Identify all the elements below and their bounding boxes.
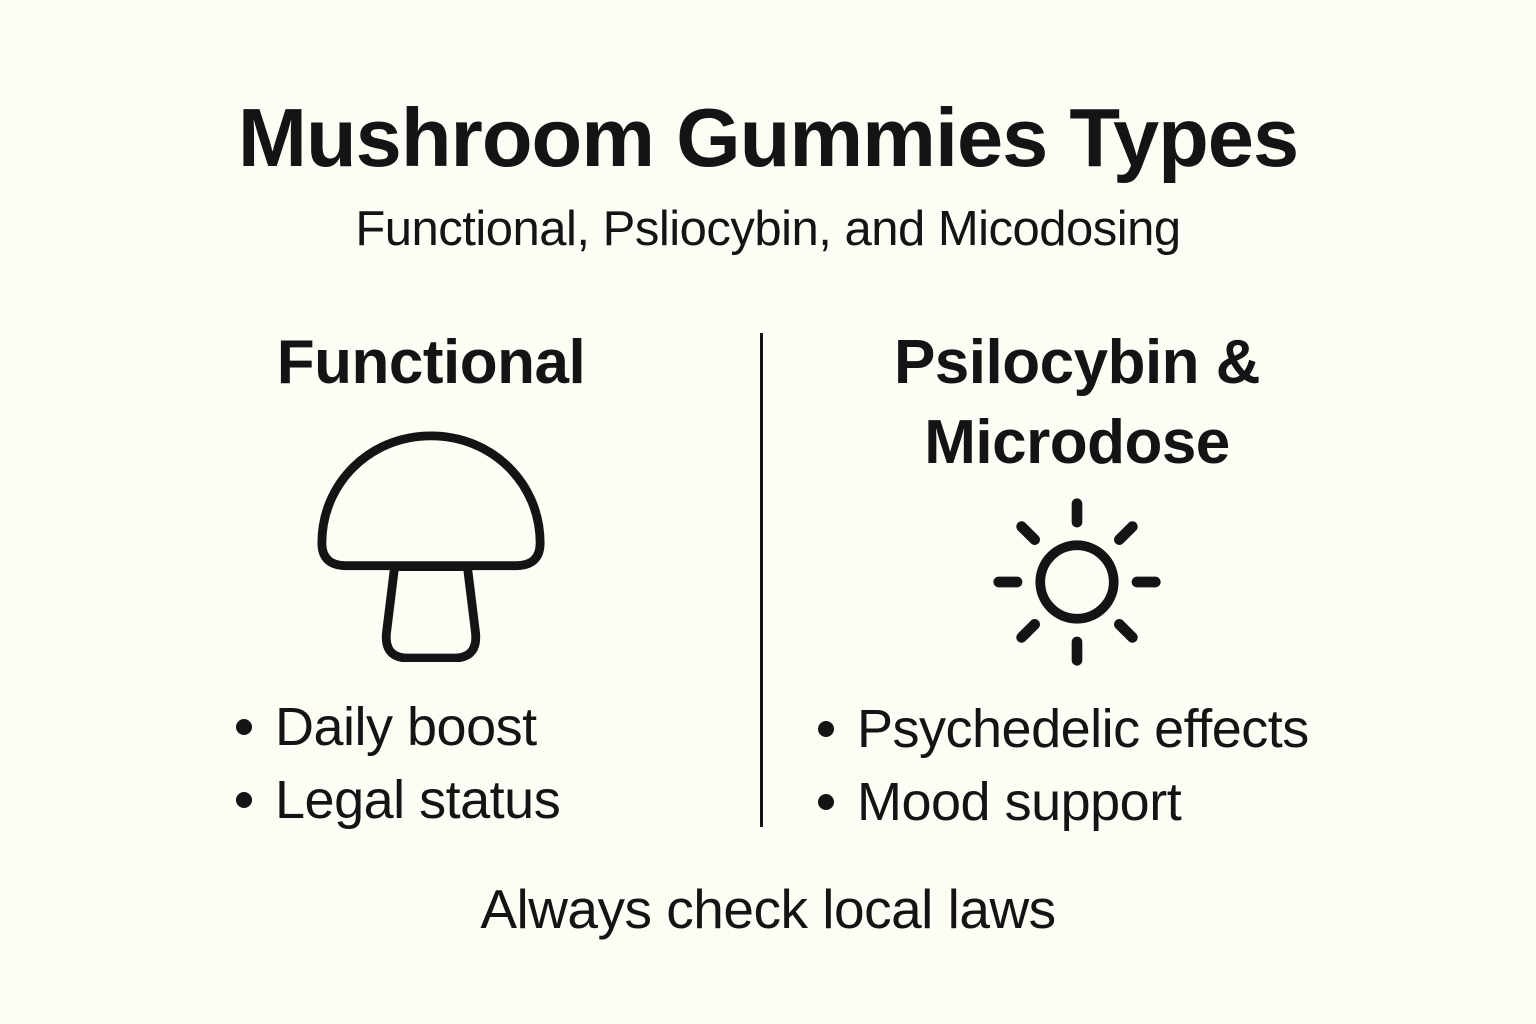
- bullet-dot-icon: [818, 720, 834, 737]
- footer-note: Always check local laws: [480, 878, 1056, 940]
- column-functional-icon-area: [166, 428, 696, 663]
- functional-bullet-list: Daily boost Legal status: [236, 690, 696, 836]
- column-psilocybin-microdose: Psilocybin & Microdose: [812, 300, 1342, 838]
- page-title: Mushroom Gummies Types: [237, 91, 1299, 184]
- list-item: Daily boost: [236, 690, 696, 763]
- list-item: Mood support: [818, 765, 1342, 838]
- psilocybin-bullet-list: Psychedelic effects Mood support: [818, 692, 1342, 838]
- bullet-dot-icon: [818, 793, 834, 810]
- bullet-dot-icon: [236, 718, 252, 735]
- column-psilocybin-heading: Psilocybin & Microdose: [893, 328, 1261, 477]
- bullet-text: Legal status: [275, 769, 561, 830]
- sun-icon: [993, 498, 1161, 666]
- list-item: Legal status: [236, 763, 696, 836]
- column-divider: [760, 333, 763, 827]
- column-functional: Functional Daily boost Legal status: [166, 300, 696, 836]
- mushroom-icon: [317, 431, 545, 662]
- bullet-text: Psychedelic effects: [857, 698, 1309, 759]
- column-psilocybin-icon-area: [812, 495, 1342, 669]
- column-functional-heading: Functional: [276, 328, 586, 397]
- header: Mushroom Gummies Types Functional, Pslio…: [0, 96, 1536, 257]
- list-item: Psychedelic effects: [818, 692, 1342, 765]
- comparison-section: Functional Daily boost Legal status: [0, 300, 1536, 840]
- page-subtitle: Functional, Psliocybin, and Micodosing: [355, 202, 1181, 256]
- bullet-text: Mood support: [857, 771, 1182, 832]
- bullet-dot-icon: [236, 791, 252, 808]
- bullet-text: Daily boost: [275, 696, 537, 757]
